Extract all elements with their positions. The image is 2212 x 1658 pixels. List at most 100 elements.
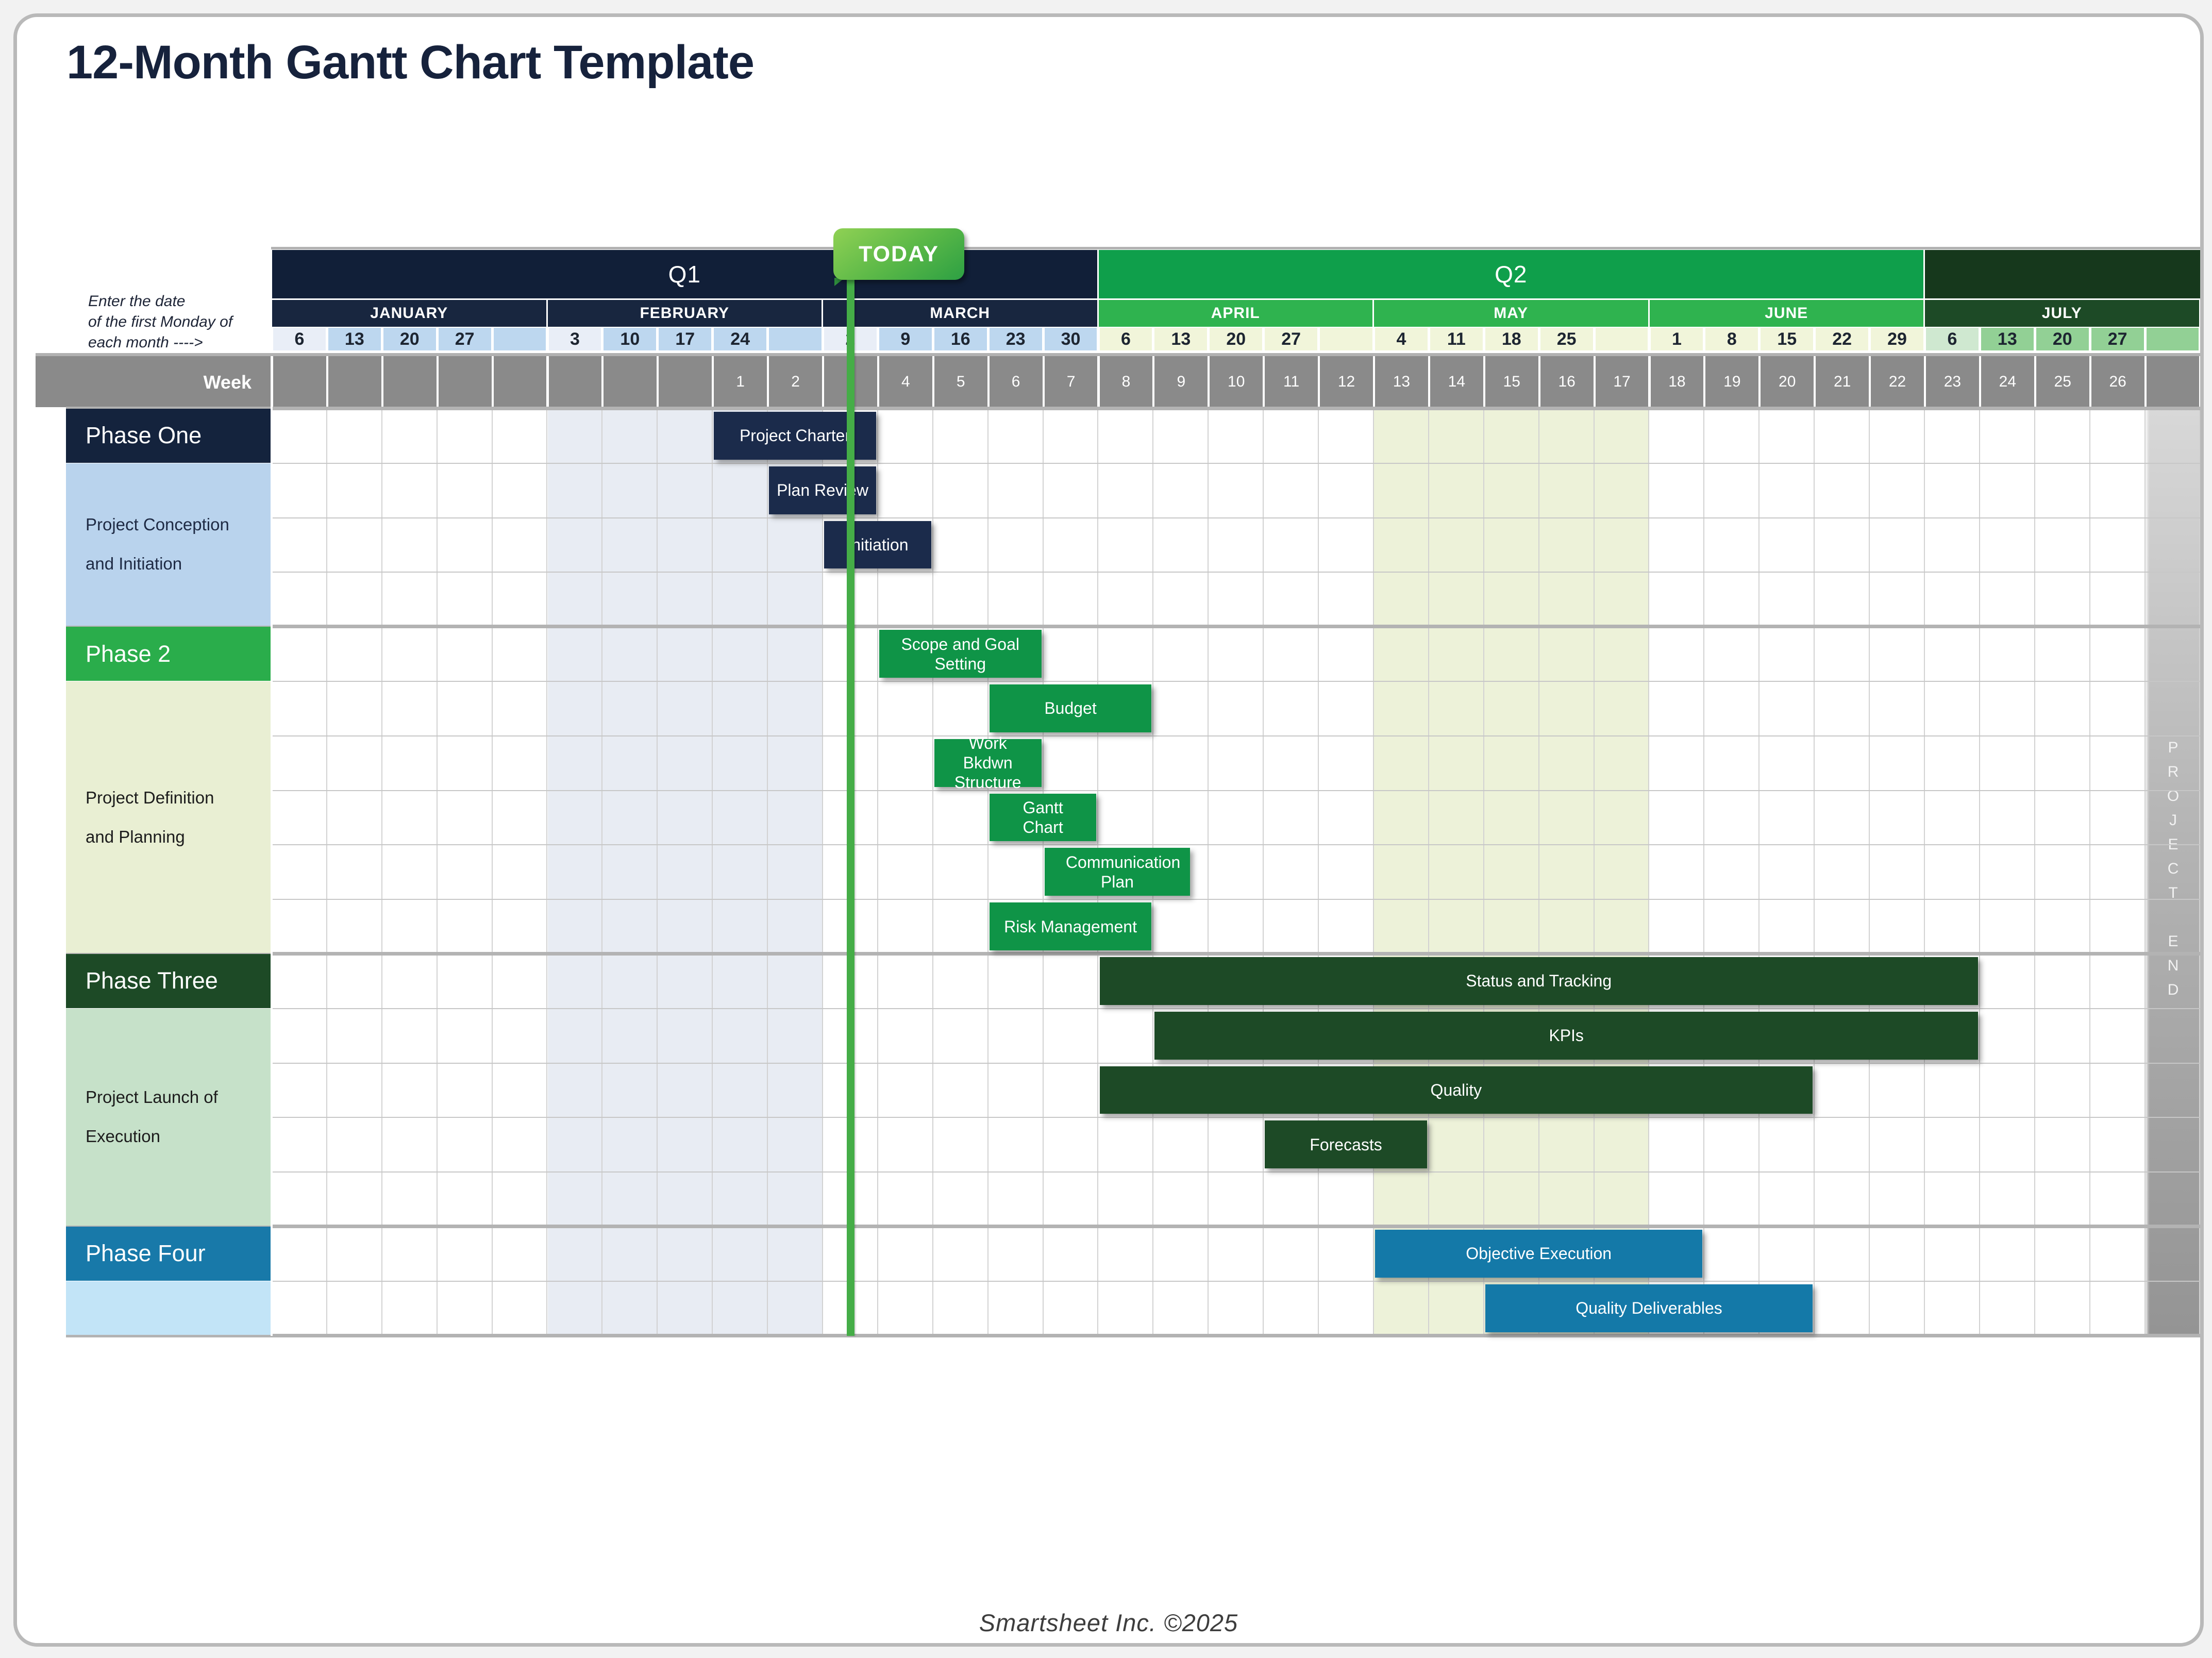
date-cell-28[interactable]: 22 — [1816, 328, 1869, 350]
task-bar-communication-plan[interactable]: Communication Plan — [1044, 848, 1191, 896]
date-cell-30[interactable]: 6 — [1926, 328, 1979, 350]
task-bar-status-and-tracking[interactable]: Status and Tracking — [1099, 957, 1978, 1005]
today-line — [847, 274, 854, 1336]
task-bar-label: Risk Management — [1004, 917, 1137, 936]
date-cell-32[interactable]: 20 — [2036, 328, 2089, 350]
note-line-2: of the first Monday of — [88, 313, 233, 330]
week-cell-18: 18 — [1650, 356, 1704, 407]
task-bar-scope-and-goal-setting[interactable]: Scope and Goal Setting — [879, 630, 1042, 678]
date-cell-33[interactable]: 27 — [2091, 328, 2144, 350]
week-cell-empty-0 — [273, 356, 326, 407]
date-cell-20[interactable]: 4 — [1375, 328, 1428, 350]
date-cell-0[interactable]: 6 — [273, 328, 326, 350]
date-cell-13[interactable]: 23 — [989, 328, 1042, 350]
body-column-24 — [1594, 409, 1650, 1336]
week-cell-empty-7 — [659, 356, 712, 407]
task-bar-label: Project Charter — [739, 426, 851, 445]
week-cell-empty-2 — [383, 356, 437, 407]
body-column-33 — [2090, 409, 2146, 1336]
date-cell-19[interactable] — [1320, 328, 1372, 350]
date-cell-5[interactable]: 3 — [548, 328, 601, 350]
task-bar-objective-execution[interactable]: Objective Execution — [1375, 1230, 1703, 1278]
task-bar-kpis[interactable]: KPIs — [1154, 1011, 1978, 1060]
week-cell-empty-5 — [548, 356, 602, 407]
task-bar-label: Communication Plan — [1065, 852, 1181, 891]
week-cell-13: 13 — [1375, 356, 1428, 407]
date-cell-9[interactable] — [769, 328, 822, 350]
week-cell-17: 17 — [1595, 356, 1649, 407]
date-cell-17[interactable]: 20 — [1210, 328, 1263, 350]
date-cell-21[interactable]: 11 — [1430, 328, 1483, 350]
date-cell-8[interactable]: 24 — [714, 328, 767, 350]
body-column-26 — [1704, 409, 1760, 1336]
row-divider-2 — [272, 517, 2200, 518]
date-cell-18[interactable]: 27 — [1265, 328, 1318, 350]
date-cell-31[interactable]: 13 — [1981, 328, 2034, 350]
date-cell-16[interactable]: 13 — [1154, 328, 1208, 350]
date-cell-12[interactable]: 16 — [934, 328, 987, 350]
task-bar-forecasts[interactable]: Forecasts — [1265, 1120, 1427, 1169]
date-cell-2[interactable]: 20 — [383, 328, 436, 350]
phase-header-phase-2: Phase 2 — [66, 627, 271, 681]
body-column-34 — [2145, 409, 2200, 1336]
date-cell-35[interactable] — [2202, 328, 2204, 350]
date-cell-6[interactable]: 10 — [604, 328, 657, 350]
phase-label-phase-one: Project Conception and Initiation — [66, 463, 271, 626]
row-divider-1 — [272, 462, 2200, 464]
row-divider-9 — [272, 899, 2200, 900]
section-divider-17 — [66, 1333, 2200, 1337]
week-cell-11: 11 — [1265, 356, 1318, 407]
body-column-35 — [2201, 409, 2204, 1336]
week-row-strip — [36, 356, 272, 407]
template-card: 12-Month Gantt Chart Template Enter the … — [13, 13, 2204, 1647]
date-cell-1[interactable]: 13 — [328, 328, 381, 350]
date-cell-34[interactable] — [2146, 328, 2199, 350]
task-bar-budget[interactable]: Budget — [989, 684, 1152, 732]
task-bar-risk-management[interactable]: Risk Management — [989, 902, 1152, 950]
today-badge-fold — [834, 278, 845, 286]
date-cell-26[interactable]: 8 — [1705, 328, 1758, 350]
week-cell-10: 10 — [1210, 356, 1263, 407]
week-cell-7: 7 — [1044, 356, 1098, 407]
date-cell-7[interactable]: 17 — [659, 328, 712, 350]
body-column-6 — [602, 409, 658, 1336]
phase-header-phase-one: Phase One — [66, 409, 271, 463]
row-divider-6 — [272, 735, 2200, 736]
body-column-25 — [1649, 409, 1705, 1336]
body-column-4 — [492, 409, 548, 1336]
date-cell-4[interactable] — [493, 328, 546, 350]
date-cell-29[interactable]: 29 — [1871, 328, 1923, 350]
week-cell-1: 1 — [714, 356, 767, 407]
phase-header-phase-three: Phase Three — [66, 954, 271, 1008]
task-bar-plan-review[interactable]: Plan Review — [769, 466, 876, 514]
date-cell-14[interactable]: 30 — [1044, 328, 1097, 350]
week-cell-8: 8 — [1099, 356, 1153, 407]
date-cell-25[interactable]: 1 — [1650, 328, 1703, 350]
body-column-12 — [933, 409, 988, 1336]
date-cell-23[interactable]: 25 — [1540, 328, 1593, 350]
date-cell-11[interactable]: 9 — [879, 328, 932, 350]
date-cell-22[interactable]: 18 — [1485, 328, 1538, 350]
task-bar-gantt-chart[interactable]: Gantt Chart — [989, 793, 1097, 842]
task-bar-label: Plan Review — [777, 481, 868, 500]
row-divider-5 — [272, 681, 2200, 682]
week-cell-21: 21 — [1816, 356, 1869, 407]
date-cell-27[interactable]: 15 — [1761, 328, 1814, 350]
task-bar-label: KPIs — [1549, 1026, 1584, 1045]
date-cell-24[interactable] — [1595, 328, 1648, 350]
task-bar-quality-deliverables[interactable]: Quality Deliverables — [1485, 1284, 1813, 1332]
task-bar-label: Scope and Goal Setting — [901, 634, 1019, 673]
month-header-june: JUNE — [1649, 300, 1923, 327]
body-column-13 — [988, 409, 1044, 1336]
date-cell-15[interactable]: 6 — [1099, 328, 1152, 350]
task-bar-initiation[interactable]: Initiation — [824, 521, 931, 569]
task-bar-quality[interactable]: Quality — [1099, 1066, 1813, 1114]
task-bar-work-bkdwn-structure[interactable]: Work Bkdwn Structure — [934, 734, 1042, 792]
week-cell-20: 20 — [1761, 356, 1814, 407]
date-cell-3[interactable]: 27 — [438, 328, 491, 350]
body-column-23 — [1539, 409, 1595, 1336]
week-cell-22: 22 — [1871, 356, 1924, 407]
quarter-q3 — [1925, 250, 2200, 298]
week-cell-2: 2 — [769, 356, 822, 407]
week-cell-empty-3 — [438, 356, 492, 407]
